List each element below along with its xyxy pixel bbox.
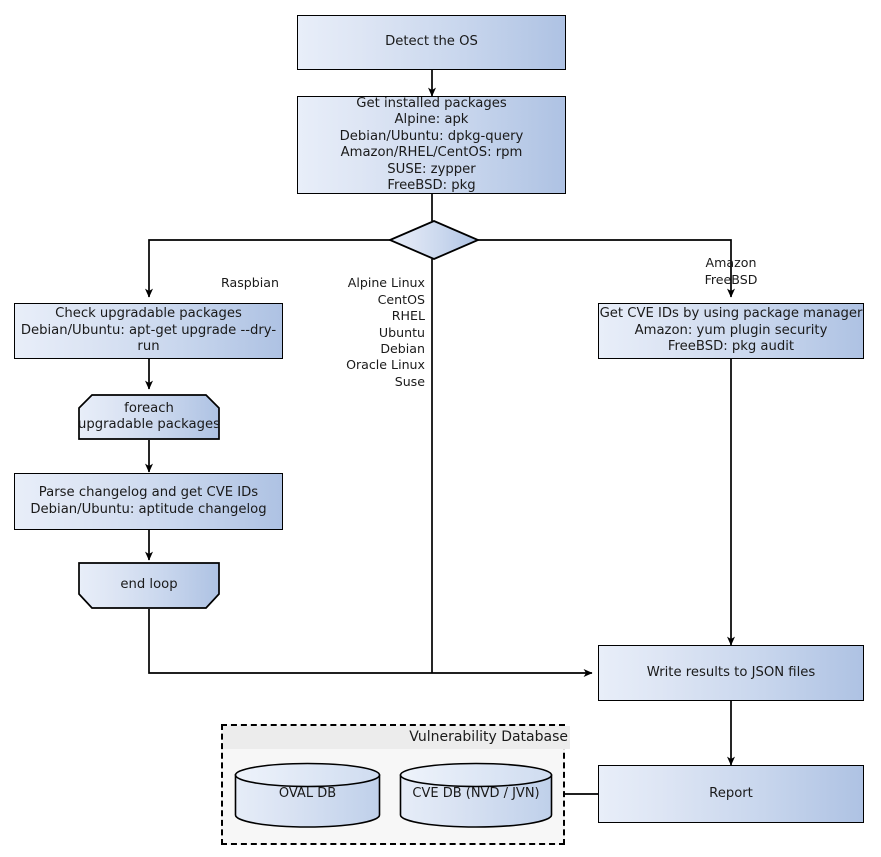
node-os-decision[interactable] [388,219,480,261]
node-get-cve-ids-label: Get CVE IDs by using package manager Ama… [599,306,863,355]
node-check-upgradable-packages-label: Check upgradable packages Debian/Ubuntu:… [20,306,277,355]
node-check-upgradable-packages[interactable]: Check upgradable packages Debian/Ubuntu:… [14,303,283,359]
node-end-loop-label: end loop [120,577,178,593]
node-parse-changelog-label: Parse changelog and get CVE IDs Debian/U… [30,485,267,517]
end-loop-shape [78,562,220,609]
node-get-cve-ids[interactable]: Get CVE IDs by using package manager Ama… [598,303,864,359]
node-detect-the-os[interactable]: Detect the OS [297,15,566,70]
vulnerability-database-title: Vulnerability Database [223,726,570,749]
edge-label-raspbian: Raspbian [221,275,279,291]
node-end-loop[interactable]: end loop [78,562,220,609]
database-oval-db[interactable] [234,762,381,828]
database-cve-db[interactable] [399,762,553,828]
node-report[interactable]: Report [598,765,864,823]
node-detect-the-os-label: Detect the OS [385,34,478,50]
edge-label-amazon-freebsd: Amazon FreeBSD [704,255,758,287]
node-parse-changelog[interactable]: Parse changelog and get CVE IDs Debian/U… [14,473,283,530]
node-foreach-loop-label: foreach upgradable packages [78,400,220,433]
node-write-results-to-json-label: Write results to JSON files [646,664,816,680]
foreach-shape [78,394,220,440]
node-write-results-to-json[interactable]: Write results to JSON files [598,645,864,701]
node-foreach-loop[interactable]: foreach upgradable packages [78,394,220,440]
node-get-installed-packages[interactable]: Get installed packages Alpine: apk Debia… [297,96,566,194]
node-get-installed-packages-label: Get installed packages Alpine: apk Debia… [339,95,524,194]
edge-endloop-to-write-results [148,609,593,677]
edge-label-middle-distros: Alpine Linux CentOS RHEL Ubuntu Debian O… [346,275,425,389]
node-report-label: Report [709,785,753,801]
